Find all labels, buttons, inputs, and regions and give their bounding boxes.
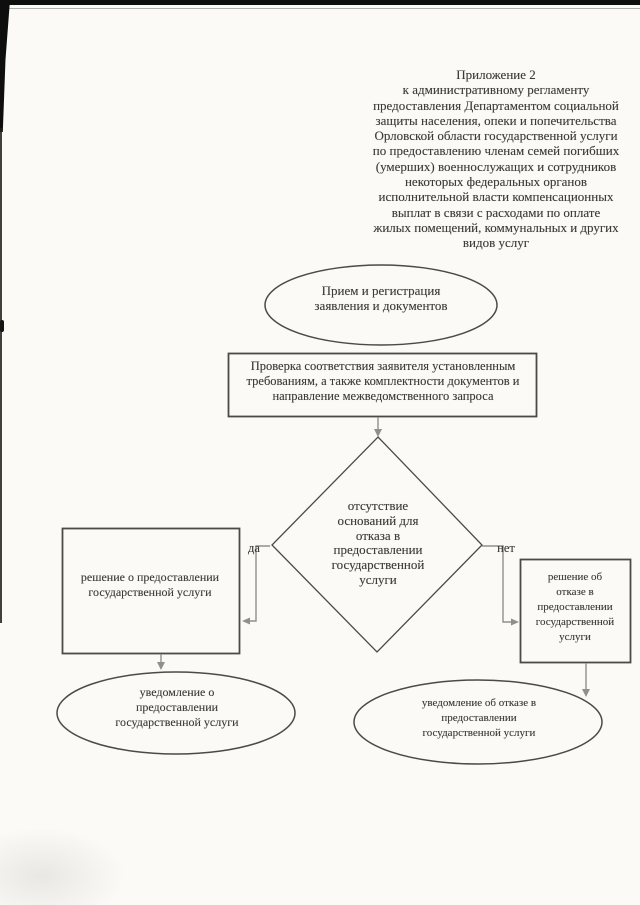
connector-no — [482, 545, 511, 623]
decision-diamond-shape — [271, 436, 483, 653]
arrowhead-left-approve — [242, 617, 250, 625]
scan-edge-left-wedge — [0, 0, 10, 132]
scan-edge-left-line — [0, 128, 2, 623]
scan-edge-top-line — [0, 8, 640, 9]
decision-diamond-label: отсутствие оснований для отказа в предос… — [331, 498, 425, 587]
approve-rect-label: решение о предоставлении государственной… — [80, 570, 220, 599]
deny-rect-shape — [519, 558, 632, 664]
no-branch-label: нет — [497, 541, 515, 555]
deny-rect-label: решение об отказе в предоставлении госуд… — [535, 571, 615, 643]
arrowhead-down-approve-notice — [157, 662, 165, 670]
approve-ellipse-label: уведомление о предоставлении государстве… — [115, 685, 239, 729]
yes-branch-label: да — [248, 541, 260, 555]
approve-ellipse-shape — [56, 671, 296, 755]
start-ellipse-label: Прием и регистрация заявления и документ… — [314, 283, 448, 314]
start-ellipse-shape — [264, 264, 498, 346]
check-rect-shape — [227, 352, 538, 418]
appendix-header: Приложение 2 к административному регламе… — [372, 67, 620, 251]
scan-speck — [0, 320, 4, 332]
arrowhead-down-decision — [374, 429, 382, 437]
deny-ellipse-shape — [353, 679, 603, 765]
arrowhead-down-deny-notice — [582, 689, 590, 697]
check-rect-label: Проверка соответствия заявителя установл… — [246, 359, 520, 404]
approve-rect-shape — [61, 527, 241, 655]
scan-noise-blot — [0, 790, 230, 905]
arrowhead-right-deny — [511, 618, 519, 626]
connector-yes — [250, 545, 270, 622]
scan-edge-top — [0, 0, 640, 5]
deny-ellipse-label: уведомление об отказе в предоставлении г… — [421, 697, 537, 739]
